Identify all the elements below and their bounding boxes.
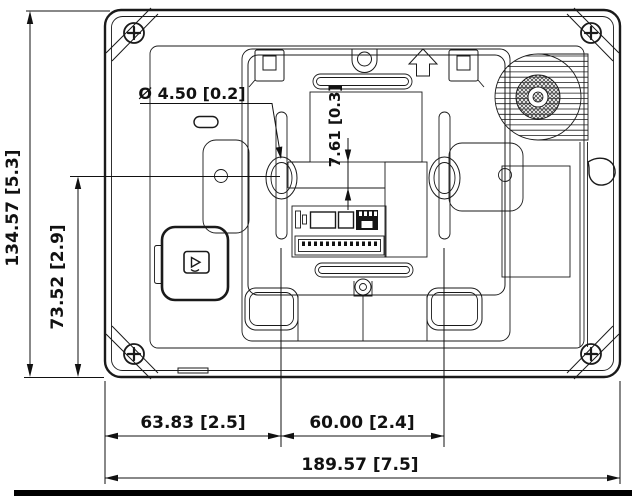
screw-bottom-left [105, 325, 159, 380]
phillips-cross-icon [583, 346, 599, 362]
dim-label-left-width: 63.83 [2.5] [140, 413, 245, 433]
right-groove [579, 142, 588, 347]
terminal-slot [309, 211, 337, 229]
phillips-cross-icon [126, 346, 142, 362]
extension-lines-bottom [104, 248, 621, 484]
right-clip [448, 49, 485, 88]
teardrop-hole [587, 157, 616, 186]
left-keyhole [265, 111, 298, 240]
extension-lines-left [24, 10, 280, 378]
device-outline [103, 8, 622, 379]
dim-left-width: 63.83 [2.5] [105, 413, 281, 440]
screw-bottom-right [566, 325, 620, 380]
dim-label-vertical-offset: 7.61 [0.3] [326, 85, 344, 168]
left-hook [244, 287, 299, 331]
lower-section [297, 296, 428, 341]
connector-area [291, 205, 387, 258]
terminal-pin [302, 214, 307, 225]
bottom-screw-boss [353, 278, 373, 341]
oval-hole [193, 115, 219, 129]
dim-label-total-width: 189.57 [7.5] [301, 455, 418, 475]
mid-compartment [384, 161, 428, 258]
dim-label-right-width: 60.00 [2.4] [309, 413, 414, 433]
dim-lower-height: 73.52 [2.9] [48, 176, 82, 377]
bottom-border-bar [14, 490, 632, 496]
right-compartment [501, 165, 571, 278]
pin-header [294, 235, 385, 256]
dim-total-height: 134.57 [5.3] [3, 11, 34, 377]
bottom-slot [314, 262, 414, 278]
top-screw-tab [351, 49, 378, 73]
corner-screws [105, 7, 620, 380]
left-clip [248, 49, 285, 88]
right-keyhole [428, 111, 461, 240]
dim-hole-diameter: Ø 4.50 [0.2] [138, 84, 283, 159]
bottom-notch [177, 367, 209, 374]
phillips-cross-icon [583, 25, 599, 41]
right-hook [426, 287, 483, 331]
terminal-pin [295, 210, 301, 229]
dim-total-width: 189.57 [7.5] [105, 455, 620, 482]
speaker-grille [494, 53, 589, 141]
screw-top-right [566, 7, 620, 62]
top-slot [312, 73, 413, 90]
terminal-slot [337, 211, 355, 229]
compartment-edges [287, 161, 385, 189]
dimension-annotations: 134.57 [5.3] 73.52 [2.9] Ø 4.50 [0.2] 7.… [3, 10, 621, 484]
dim-label-hole-diameter: Ø 4.50 [0.2] [138, 84, 245, 103]
dim-vertical-offset: 7.61 [0.3] [326, 85, 352, 210]
phillips-cross-icon [126, 25, 142, 41]
cover-hinge [154, 245, 162, 284]
dim-right-width: 60.00 [2.4] [281, 413, 444, 440]
right-wing [448, 142, 524, 212]
microsd-icon [183, 250, 210, 274]
sd-card-cover [154, 225, 230, 302]
mounting-recess [241, 48, 511, 342]
label-area [309, 91, 423, 163]
bracket-plate [244, 48, 571, 341]
inner-shell [149, 45, 585, 349]
up-arrow-icon [407, 48, 439, 77]
screw-top-left [105, 7, 159, 62]
dim-label-lower-height: 73.52 [2.9] [48, 224, 68, 329]
dim-label-total-height: 134.57 [5.3] [3, 149, 23, 266]
network-port [356, 210, 378, 230]
